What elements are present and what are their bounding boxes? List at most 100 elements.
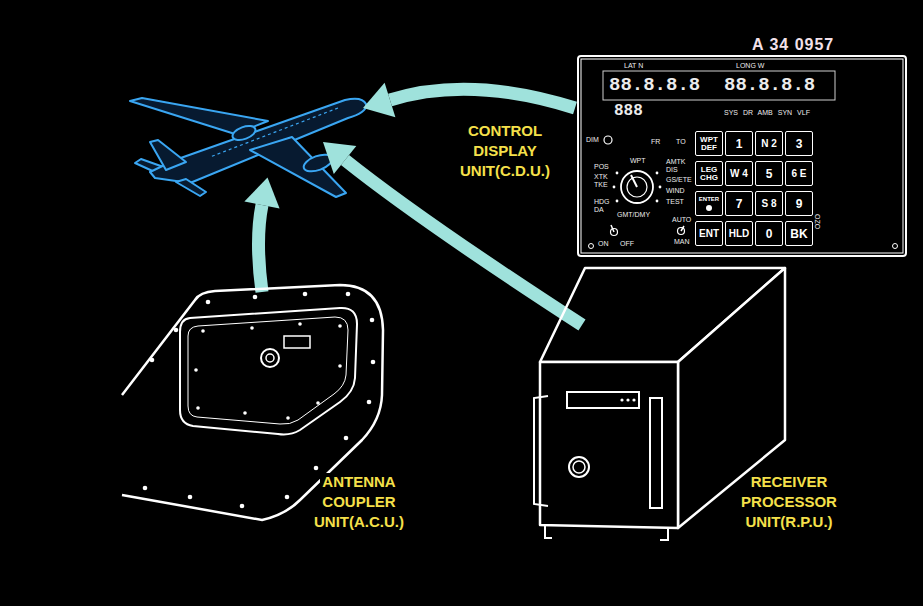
drawing-part (681, 226, 684, 231)
key-legend: ENTER (698, 196, 720, 202)
display-digits: 888 (614, 102, 643, 121)
antenna-coupler-plate: ANTENNA COUPLER UNIT(A.C.U.) (120, 280, 386, 528)
drawing-part (240, 504, 245, 509)
key-legend: 6 E (788, 169, 810, 179)
key-legend: N 2 (758, 139, 780, 149)
keypad-key: N 2 (755, 131, 783, 156)
drawing-part (316, 401, 320, 405)
unit-label: CONTROL DISPLAY UNIT(C.D.U.) (458, 122, 552, 179)
drawing-part (604, 136, 612, 144)
drawing-part (188, 317, 348, 424)
drawing-part (581, 59, 903, 253)
drawing-part (567, 392, 639, 408)
drawing-part (660, 528, 668, 540)
tail-plane (176, 179, 206, 196)
drawing-part (534, 396, 548, 506)
key-legend: 1 (728, 138, 750, 150)
panel-legend: WIND (666, 187, 685, 195)
keypad-key: 0 (755, 221, 783, 246)
drawing-part (194, 368, 198, 372)
drawing-part (603, 71, 835, 100)
drawing-part (143, 486, 148, 491)
panel-legend: AUTO (672, 216, 691, 224)
panel-legend: MAN (674, 238, 690, 246)
panel-legend: HDG DA (594, 198, 610, 214)
arrow-head (244, 178, 279, 209)
windows (210, 108, 338, 157)
keypad-key: ENT (695, 221, 723, 246)
unit-label: RECEIVER PROCESSOR UNIT(R.P.U.) (739, 473, 839, 530)
drawing-part (573, 461, 585, 473)
arrow-shaft (345, 160, 582, 325)
key-legend: ENT (698, 229, 720, 239)
drawing-part (344, 436, 349, 441)
drawing-part (250, 326, 254, 330)
drawing-part (545, 525, 552, 538)
key-legend: BK (788, 228, 810, 240)
signal-arrows (244, 83, 582, 325)
drawing-part (616, 200, 619, 203)
drawing-part (626, 398, 629, 401)
drawing-part (569, 457, 589, 477)
arrow-head (363, 83, 395, 117)
receiver-processor-box: RECEIVER PROCESSOR UNIT(R.P.U.) (528, 262, 790, 542)
drawing-part (371, 360, 376, 365)
drawing-part (893, 244, 898, 249)
fuselage (150, 99, 366, 183)
drawing-part (188, 495, 193, 500)
drawing-part (613, 186, 616, 189)
arrow-head (323, 142, 356, 174)
panel-legend: GMT/DMY (617, 211, 650, 219)
panel-legend: FR (651, 138, 660, 146)
keypad-key: 9 (785, 191, 813, 216)
panel-legend: TO (676, 138, 686, 146)
slide-number: A 34 0957 (752, 36, 834, 54)
drawing-part (285, 495, 290, 500)
drawing-part (370, 318, 375, 323)
key-legend: 5 (758, 168, 780, 180)
panel-legend: OFF (620, 240, 634, 248)
display-digits: 88.8.8.8 (609, 74, 700, 96)
key-legend: 9 (788, 198, 810, 210)
drawing-part (261, 349, 279, 367)
key-legend: LEG CHG (698, 166, 720, 182)
drawing-part (286, 416, 290, 420)
keypad-key: ENTER (695, 191, 723, 216)
drawing-part (196, 406, 200, 410)
key-legend: WPT DEF (698, 136, 720, 152)
panel-legend: DIM (586, 136, 599, 144)
drawing-part (650, 398, 662, 508)
drawing-part (150, 358, 155, 363)
drawing-part (253, 295, 258, 300)
drawing-part (367, 400, 372, 405)
drawing-part (201, 329, 205, 333)
antenna-coupler-plate-outline (120, 280, 386, 528)
drawing-part (616, 172, 619, 175)
drawing-part (284, 336, 310, 348)
arrow-shaft (259, 205, 263, 292)
key-legend: W 4 (728, 169, 750, 179)
airplane (130, 98, 366, 197)
drawing-part (174, 328, 179, 333)
keypad-key: 7 (725, 191, 753, 216)
drawing-part (243, 411, 247, 415)
drawing-part (656, 200, 659, 203)
drawing-part (303, 292, 308, 297)
keypad-key: 3 (785, 131, 813, 156)
unit-label-wrap: RECEIVER PROCESSOR UNIT(R.P.U.) (728, 472, 850, 532)
panel-legend: GS/ETE (666, 176, 692, 184)
panel-legend: WPT (630, 157, 646, 165)
drawing-part (656, 172, 659, 175)
unit-label: ANTENNA COUPLER UNIT(A.C.U.) (312, 473, 406, 530)
unit-label-wrap: ANTENNA COUPLER UNIT(A.C.U.) (298, 472, 420, 532)
tail-fin (150, 140, 186, 170)
panel-legend: TEST (666, 198, 684, 206)
keypad-key: 1 (725, 131, 753, 156)
display-digits: 88.8.8.8 (724, 74, 815, 96)
keypad-key: W 4 (725, 161, 753, 186)
keypad-key: 6 E (785, 161, 813, 186)
keypad-key: WPT DEF (695, 131, 723, 156)
drawing-part (338, 364, 342, 368)
drawing-part (611, 225, 614, 232)
